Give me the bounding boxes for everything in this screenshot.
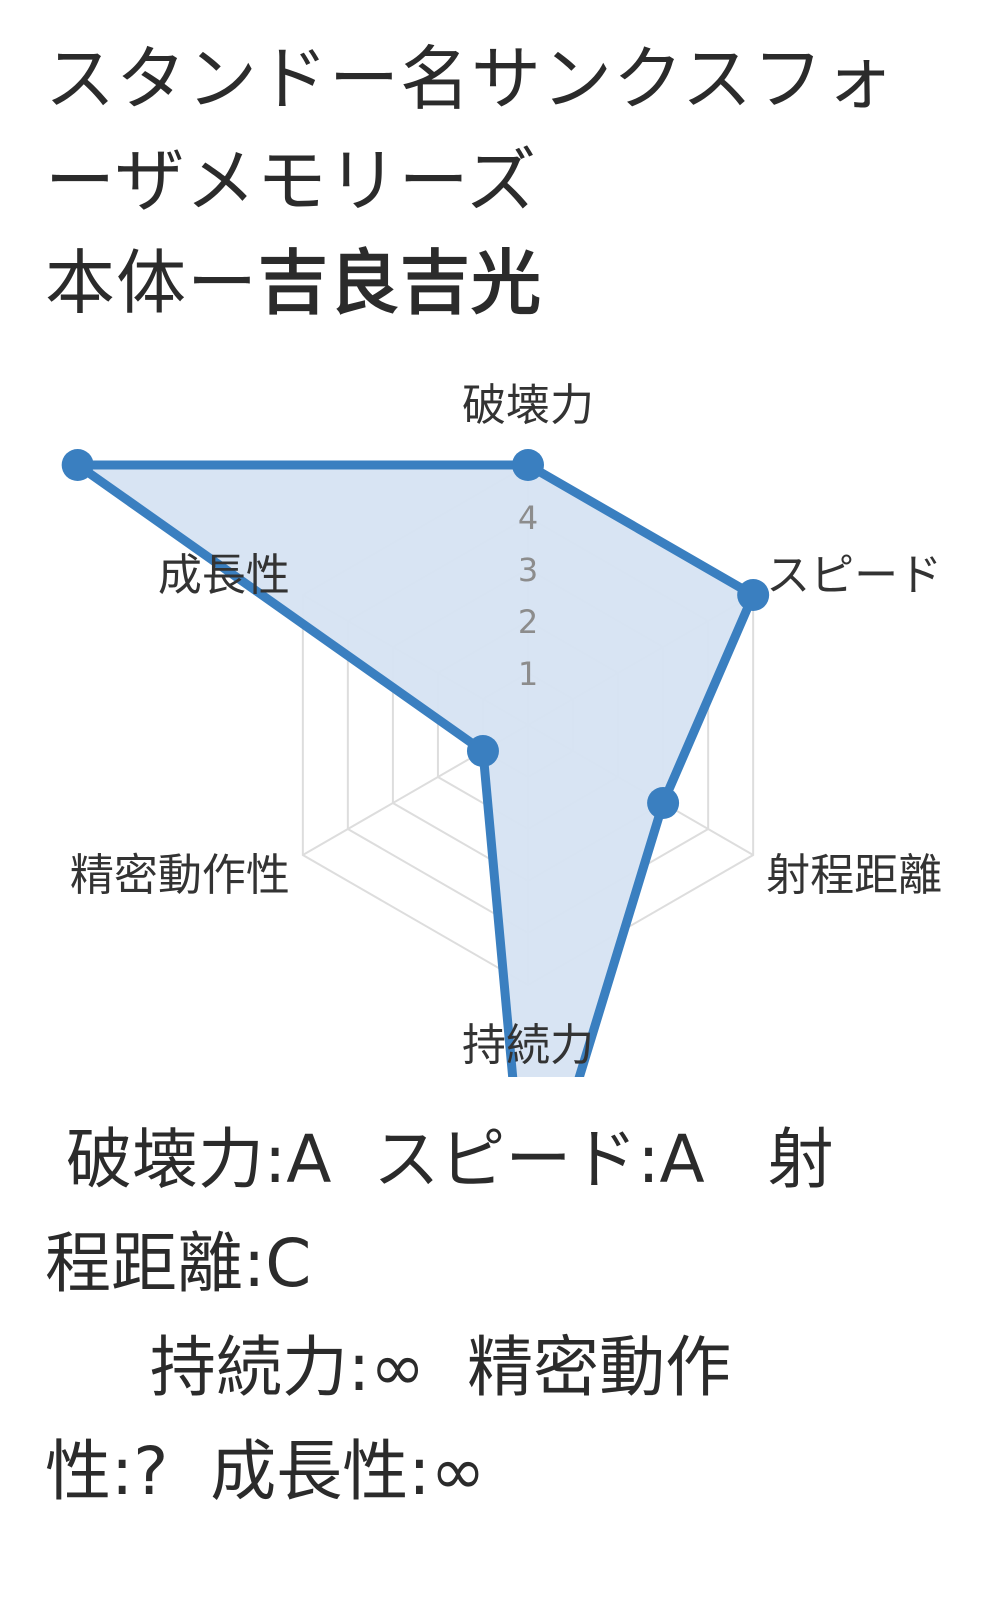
user-prefix: 本体ー xyxy=(45,242,258,324)
stat-row-2: 程距離:C xyxy=(45,1225,312,1302)
data-point-1 xyxy=(512,449,544,481)
tick-label-1: 1 xyxy=(518,655,538,693)
axis-label-1: 破壊力 xyxy=(462,380,594,431)
radar-ticks: 1 2 3 4 xyxy=(518,499,538,693)
radar-series xyxy=(61,449,770,1077)
axis-label-5: 精密動作性 xyxy=(70,850,290,901)
axis-label-2: スピード xyxy=(766,550,942,601)
axis-label-4: 持続力 xyxy=(462,1020,594,1071)
tick-label-4: 4 xyxy=(518,499,538,537)
data-point-3 xyxy=(647,787,680,819)
data-point-6 xyxy=(61,449,94,481)
stand-header: スタンドー名サンクスフォ ーザメモリーズ 本体ー吉良吉光 xyxy=(45,28,975,334)
radar-chart: 1 2 3 4 破壊力スピード射程距離持続力 精密動作性 成長性 xyxy=(0,355,995,1110)
stat-summary: 破壊力:A スピード:A 射 程距離:C 持続力:∞ 精密動作 性:? 成長性:… xyxy=(45,1108,965,1524)
data-point-2 xyxy=(737,579,770,611)
stat-row-1: 破壊力:A スピード:A 射 xyxy=(45,1121,834,1198)
stand-name-line2: ーザメモリーズ xyxy=(45,140,538,222)
stand-name-line1: スタンドー名サンクスフォ xyxy=(45,38,895,120)
stat-row-3: 持続力:∞ 精密動作 xyxy=(45,1329,732,1406)
tick-label-2: 2 xyxy=(518,603,538,641)
data-point-5 xyxy=(466,735,499,767)
axis-label-3: 射程距離 xyxy=(766,850,942,901)
axis-label-6: 成長性 xyxy=(158,550,290,601)
tick-label-3: 3 xyxy=(518,551,538,589)
user-name: 吉良吉光 xyxy=(258,242,542,324)
stand-user-line: 本体ー吉良吉光 xyxy=(45,232,975,334)
stat-row-4: 性:? 成長性:∞ xyxy=(45,1433,486,1510)
